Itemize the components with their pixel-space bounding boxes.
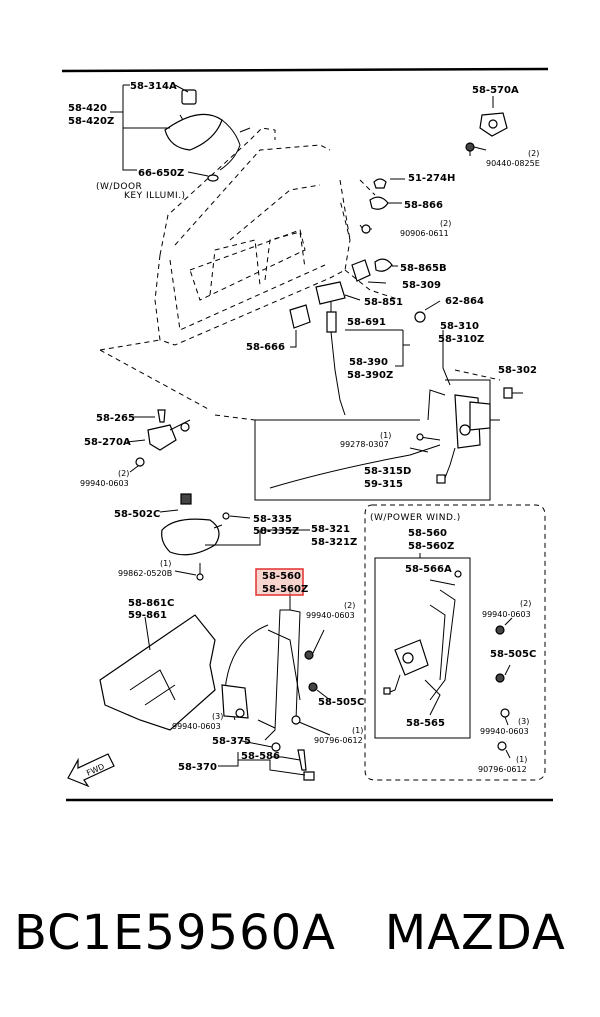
label-58-570a: 58-570A — [472, 85, 519, 96]
label-99940-0603-c: 99940-0603 — [482, 610, 531, 619]
label-58-586: 58-586 — [241, 751, 280, 762]
label-99940-0603-e: 99940-0603 — [480, 727, 529, 736]
label-58-375: 58-375 — [212, 736, 251, 747]
label-58-505c-right: 58-505C — [490, 649, 536, 660]
rod-box — [254, 379, 491, 501]
label-58-420: 58-420 — [68, 103, 107, 114]
note-key-illumi: KEY ILLUMI.) — [124, 191, 186, 201]
latch-assembly — [427, 330, 523, 484]
label-58-560-right: 58-560 — [408, 528, 447, 539]
qty-1c: (1) — [352, 726, 363, 735]
label-58-309: 58-309 — [402, 280, 441, 291]
qty-1d: (1) — [516, 755, 527, 764]
qty-2b: (2) — [440, 219, 451, 228]
label-99278-0307: 99278-0307 — [340, 440, 389, 449]
label-58-321z: 58-321Z — [311, 537, 357, 548]
note-power-wind: (W/POWER WIND.) — [370, 513, 461, 523]
label-58-502c: 58-502C — [114, 509, 160, 520]
label-58-560z-right: 58-560Z — [408, 541, 454, 552]
label-58-851: 58-851 — [364, 297, 403, 308]
label-90796-0612-b: 90796-0612 — [478, 765, 527, 774]
door-outline — [99, 114, 501, 421]
parts-middle — [289, 302, 410, 416]
footer-caption: BC1E59560A MAZDA — [14, 905, 594, 961]
label-58-310z: 58-310Z — [438, 334, 484, 345]
label-90796-0612-a: 90796-0612 — [314, 736, 363, 745]
footer-part-number: BC1E59560A — [14, 905, 336, 961]
fwd-arrow: FWD — [67, 753, 115, 788]
label-99862-0520b: 99862-0520B — [118, 569, 172, 578]
label-58-560-highlight: 58-560 — [262, 571, 301, 582]
label-58-321: 58-321 — [311, 524, 350, 535]
label-58-566a: 58-566A — [405, 564, 452, 575]
label-58-270a: 58-270A — [84, 437, 131, 448]
label-58-866: 58-866 — [404, 200, 443, 211]
label-58-865b: 58-865B — [400, 263, 447, 274]
label-62-864: 62-864 — [445, 296, 484, 307]
label-58-420z: 58-420Z — [68, 116, 114, 127]
label-58-505c-left: 58-505C — [318, 697, 364, 708]
manual-window-regulator — [218, 590, 331, 781]
qty-2c: (2) — [118, 469, 129, 478]
outer-door-handle — [164, 89, 251, 182]
footer-brand: MAZDA — [384, 905, 566, 961]
parts-top-right — [315, 96, 508, 323]
top-rule — [61, 67, 549, 73]
label-59-861: 59-861 — [128, 610, 167, 621]
qty-2d: (2) — [344, 601, 355, 610]
qty-3a: (3) — [212, 712, 223, 721]
door-trim-sheet — [99, 614, 216, 731]
label-99940-0603-d: 99940-0603 — [172, 722, 221, 731]
label-51-274h: 51-274H — [408, 173, 455, 184]
label-59-315: 59-315 — [364, 479, 403, 490]
label-58-335z: 58-335Z — [253, 526, 299, 537]
label-90906-0611: 90906-0611 — [400, 229, 449, 238]
label-58-390z: 58-390Z — [347, 370, 393, 381]
leaders-top-left — [110, 84, 209, 177]
label-58-565: 58-565 — [406, 718, 445, 729]
label-58-310: 58-310 — [440, 321, 479, 332]
label-58-314a: 58-314A — [130, 81, 177, 92]
power-window-group — [364, 504, 546, 781]
qty-2a: (2) — [528, 149, 539, 158]
label-99940-0603-a: 99940-0603 — [80, 479, 129, 488]
label-58-370: 58-370 — [178, 762, 217, 773]
label-58-265: 58-265 — [96, 413, 135, 424]
qty-3b: (3) — [518, 717, 529, 726]
label-58-666: 58-666 — [246, 342, 285, 353]
qty-1b: (1) — [160, 559, 171, 568]
label-66-650z: 66-650Z — [138, 168, 184, 179]
note-door: (W/DOOR — [96, 182, 142, 192]
label-58-691: 58-691 — [347, 317, 386, 328]
qty-2e: (2) — [520, 599, 531, 608]
label-90440-0825e: 90440-0825E — [486, 159, 540, 168]
inner-door-handle — [159, 493, 310, 581]
label-99940-0603-b: 99940-0603 — [306, 611, 355, 620]
parts-left — [126, 409, 191, 473]
label-58-302: 58-302 — [498, 365, 537, 376]
qty-1a: (1) — [380, 431, 391, 440]
label-58-861c: 58-861C — [128, 598, 174, 609]
label-58-390: 58-390 — [349, 357, 388, 368]
label-58-335: 58-335 — [253, 514, 292, 525]
highlight-58-560 — [255, 568, 304, 596]
label-58-560z-highlight: 58-560Z — [262, 584, 308, 595]
label-58-315d: 58-315D — [364, 466, 411, 477]
